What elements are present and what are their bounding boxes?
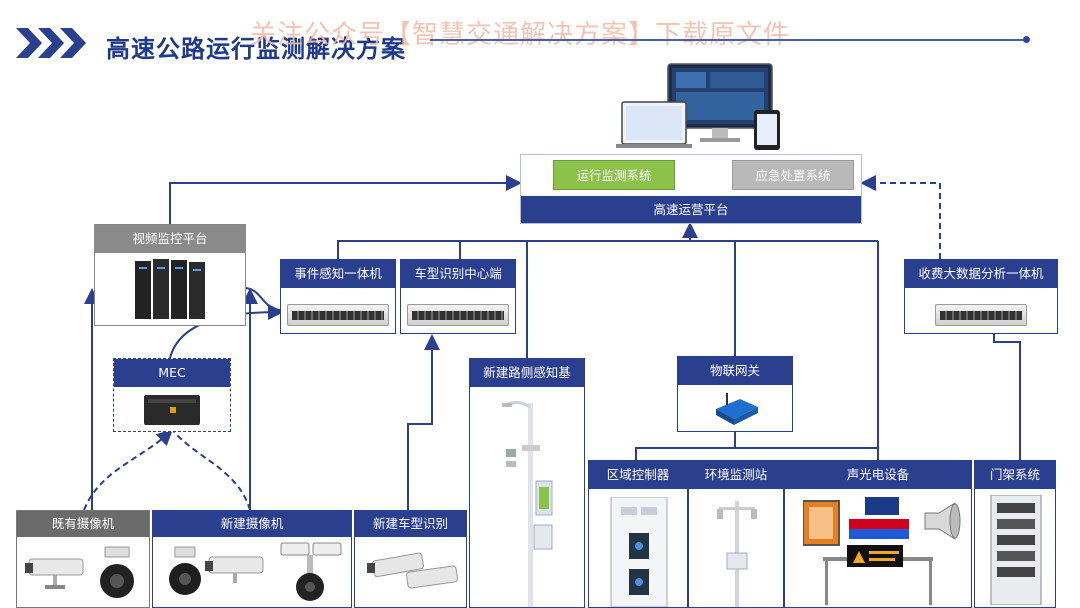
highway-ops-platform: 运行监测系统 应急处置系统 高速运营平台 <box>520 154 862 224</box>
new-vehicle-recognition: 新建车型识别 <box>354 510 467 608</box>
video-platform-title: 视频监控平台 <box>95 225 245 253</box>
weather-station-icon <box>717 501 757 607</box>
environment-monitoring-station: 环境监测站 <box>688 460 784 608</box>
toll-big-data-unit: 收费大数据分析一体机 <box>904 259 1058 334</box>
mec-box-icon <box>144 395 200 425</box>
dome-camera-icon <box>100 546 134 598</box>
road-pole-icon <box>502 400 553 607</box>
vehicle-center-title: 车型识别中心端 <box>401 260 515 288</box>
video-monitoring-platform: 视频监控平台 <box>94 224 246 326</box>
existing-camera: 既有摄像机 <box>16 510 150 608</box>
chevron-arrows-icon <box>16 28 86 58</box>
loudspeaker-icon <box>924 502 961 540</box>
new-vehicle-recog-title: 新建车型识别 <box>355 511 466 537</box>
new-camera-title: 新建摄像机 <box>153 511 351 537</box>
sound-light-devices: 声光电设备 <box>784 460 972 608</box>
box-camera-icon <box>205 556 264 583</box>
mec-unit: MEC <box>113 358 231 432</box>
existing-camera-title: 既有摄像机 <box>17 511 149 537</box>
server-rack-icon <box>135 259 205 319</box>
page-title: 高速公路运行监测解决方案 <box>106 35 406 63</box>
area-controller: 区域控制器 <box>588 460 688 608</box>
event-sensing-unit: 事件感知一体机 <box>280 259 396 334</box>
dome-camera-icon <box>169 546 201 595</box>
control-cabinet-icon <box>610 497 668 607</box>
warning-board-icon <box>803 497 933 605</box>
area-controller-title: 区域控制器 <box>589 461 687 489</box>
sound-light-title: 声光电设备 <box>785 461 971 489</box>
server-icon <box>935 304 1027 326</box>
vehicle-recognition-center: 车型识别中心端 <box>400 259 516 334</box>
ops-monitoring-system[interactable]: 运行监测系统 <box>553 160 675 190</box>
gantry-title: 门架系统 <box>975 461 1055 489</box>
emergency-response-system[interactable]: 应急处置系统 <box>732 160 854 190</box>
ptz-camera-icon <box>280 542 342 601</box>
env-station-title: 环境监测站 <box>689 461 783 489</box>
mec-title: MEC <box>114 359 230 387</box>
watermark: 关注公众号【智慧交通解决方案】下载原文件 <box>250 20 791 50</box>
title-divider <box>430 39 1026 41</box>
monitor-icon <box>616 63 780 150</box>
toll-analysis-title: 收费大数据分析一体机 <box>905 260 1057 288</box>
box-camera-icon <box>25 558 84 589</box>
server-icon <box>407 304 509 326</box>
gantry-cabinet-icon <box>990 495 1042 605</box>
event-sensing-title: 事件感知一体机 <box>281 260 395 288</box>
box-camera-icon <box>367 552 458 589</box>
iot-gateway: 物联网关 <box>677 356 793 432</box>
gantry-system: 门架系统 <box>974 460 1056 608</box>
iot-gateway-title: 物联网关 <box>678 357 792 385</box>
platform-title: 高速运营平台 <box>521 196 861 223</box>
roadside-base-title: 新建路侧感知基 <box>470 359 584 387</box>
roadside-sensing-base: 新建路侧感知基 <box>469 358 585 608</box>
gateway-router-icon <box>716 393 758 425</box>
server-icon <box>287 304 389 326</box>
title-divider-dot <box>1023 36 1030 43</box>
new-camera: 新建摄像机 <box>152 510 352 608</box>
